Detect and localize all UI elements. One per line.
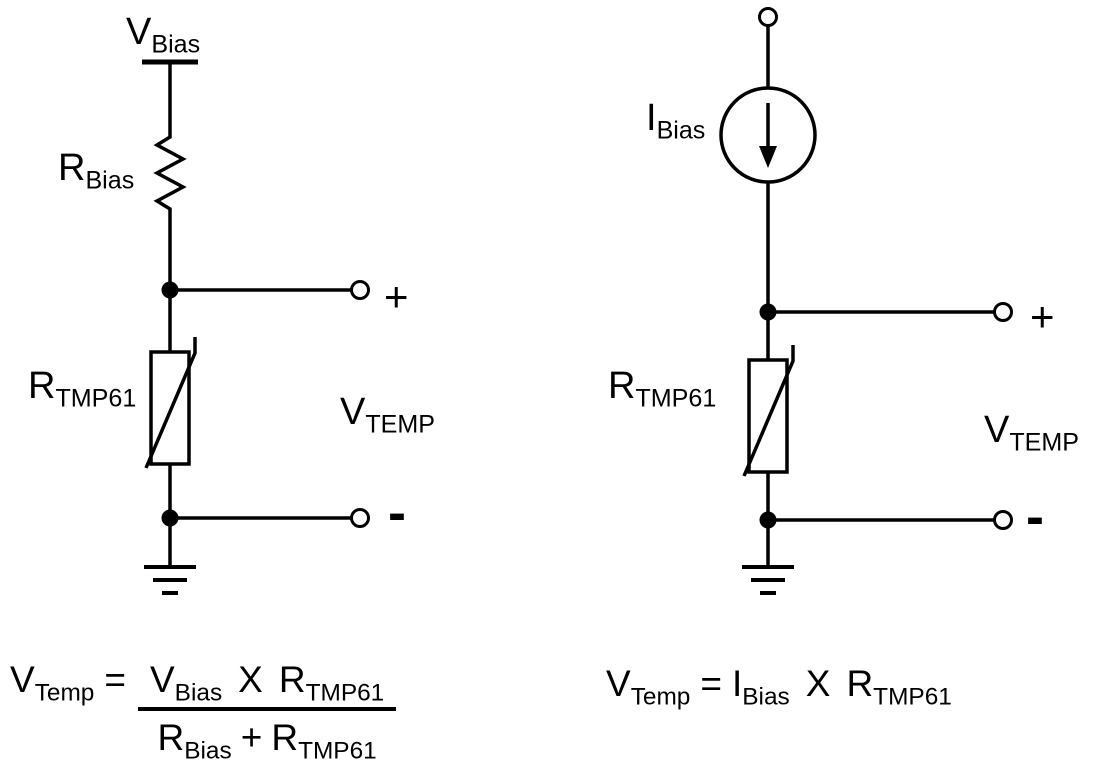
denominator-term2: RTMP61 <box>271 717 376 763</box>
vbias-label-main: V <box>126 11 152 53</box>
ibias-label-sub: Bias <box>656 116 706 145</box>
ground-symbol <box>742 565 794 595</box>
ibias-label: IBias <box>646 97 705 143</box>
ground-symbol <box>144 565 196 595</box>
vbias-label-sub: Bias <box>151 30 201 59</box>
thermistor-diagonal-stroke <box>742 345 795 477</box>
right-formula-term2-sub: TMP61 <box>873 683 952 711</box>
right-formula-lhs-main: V <box>606 663 631 704</box>
right-formula: VTemp = IBias X RTMP61 <box>606 662 952 709</box>
numerator-term1-main: V <box>149 659 175 700</box>
left-negative-sign: - <box>388 483 406 543</box>
numerator-operator: X <box>238 659 263 700</box>
left-formula-equals: = <box>104 659 126 700</box>
left-formula-lhs: VTemp <box>10 658 94 705</box>
right-positive-sign: + <box>1030 293 1055 340</box>
rbias-label: RBias <box>58 147 134 193</box>
numerator-term1: VBias <box>149 659 222 705</box>
left-formula-lhs-main: V <box>10 659 35 700</box>
right-formula-lhs-sub: Temp <box>630 683 691 711</box>
positive-terminal <box>993 302 1013 322</box>
right-circuit-schematic <box>719 7 1013 595</box>
denominator-term1: RBias <box>157 717 232 763</box>
current-arrow-head <box>759 146 777 168</box>
left-vtemp-label-sub: TEMP <box>365 410 436 439</box>
denominator-term2-sub: TMP61 <box>298 737 377 765</box>
left-formula-lhs-sub: Temp <box>34 679 95 707</box>
right-rtmp61-label-main: R <box>608 365 636 407</box>
left-vtemp-label-main: V <box>340 391 366 433</box>
right-rtmp61-label-sub: TMP61 <box>635 384 717 413</box>
denominator-operator: + <box>240 717 263 759</box>
ibias-label-main: I <box>646 97 657 139</box>
left-rtmp61-label-sub: TMP61 <box>55 384 137 413</box>
right-formula-equals: = <box>700 663 722 704</box>
thermistor-diagonal-stroke <box>144 337 197 469</box>
right-vtemp-label-main: V <box>984 409 1010 451</box>
right-formula-term2: RTMP61 <box>846 662 951 709</box>
right-formula-operator: X <box>805 663 831 704</box>
right-formula-term1: IBias <box>731 662 790 709</box>
right-negative-sign: - <box>1026 487 1044 547</box>
left-rtmp61-label: RTMP61 <box>28 365 136 411</box>
vbias-label: VBias <box>126 11 200 57</box>
rbias-label-sub: Bias <box>85 166 135 195</box>
right-formula-term1-sub: Bias <box>742 683 790 711</box>
positive-terminal <box>350 280 370 300</box>
bias-resistor-symbol <box>153 130 187 215</box>
numerator-term2: RTMP61 <box>278 659 384 705</box>
negative-terminal <box>993 510 1013 530</box>
right-formula-term2-main: R <box>846 663 874 704</box>
left-vtemp-label: VTEMP <box>340 391 435 437</box>
right-formula-lhs: VTemp <box>606 662 690 709</box>
numerator-term2-main: R <box>278 659 306 700</box>
denominator-term1-main: R <box>157 717 185 759</box>
input-terminal <box>758 7 778 27</box>
numerator-term1-sub: Bias <box>174 679 223 707</box>
left-rtmp61-label-main: R <box>28 365 56 407</box>
right-rtmp61-label: RTMP61 <box>608 365 716 411</box>
right-vtemp-label-sub: TEMP <box>1009 428 1080 457</box>
right-vtemp-label: VTEMP <box>984 409 1079 455</box>
negative-terminal <box>350 508 370 528</box>
denominator-term1-sub: Bias <box>184 737 232 765</box>
left-formula-denominator: RBias+RTMP61 <box>157 711 377 763</box>
left-positive-sign: + <box>384 273 409 320</box>
right-formula-term1-main: I <box>731 663 743 704</box>
left-circuit-schematic <box>142 59 370 595</box>
denominator-term2-main: R <box>271 717 299 759</box>
rbias-label-main: R <box>58 147 86 189</box>
numerator-term2-sub: TMP61 <box>305 679 385 707</box>
